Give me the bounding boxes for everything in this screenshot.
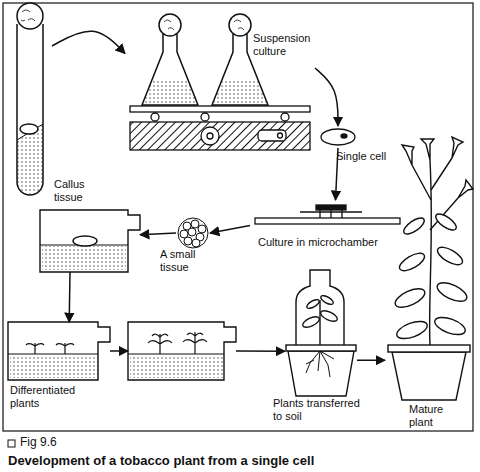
figure-number: Fig 9.6 — [20, 435, 57, 449]
stage-node: Differentiated plants — [8, 322, 110, 380]
bullet-square — [8, 440, 15, 447]
process-arrow — [52, 31, 125, 53]
stage-node — [40, 210, 140, 272]
potted-plantlet — [286, 270, 356, 396]
culture-box — [40, 210, 140, 272]
process-arrow — [357, 359, 385, 361]
process-arrow — [140, 233, 176, 235]
stage-node: Plants transferred to soil — [285, 268, 357, 396]
stage-label: Mature plant — [409, 403, 459, 429]
mature-plant — [388, 137, 473, 400]
process-arrow — [236, 350, 285, 352]
stage-node: Mature plant — [385, 135, 475, 400]
stage-node: Culture in microchamber — [250, 200, 400, 232]
stage-node — [128, 322, 236, 380]
figure-caption: Development of a tobacco plant from a si… — [8, 453, 314, 468]
stage-label: Plants transferred to soil — [273, 397, 369, 423]
cotton-plug — [17, 3, 43, 29]
flask — [142, 14, 198, 105]
tissue-cluster — [178, 218, 208, 248]
shaker — [130, 106, 310, 150]
test-tube — [17, 3, 43, 195]
stage-label: Callus tissue — [54, 178, 98, 204]
stage-label: Suspension culture — [253, 32, 323, 58]
stage-label: Single cell — [336, 150, 406, 163]
stage-node: Callus tissue — [10, 8, 52, 198]
process-arrow — [68, 272, 70, 322]
stage-label: A small tissue — [160, 248, 212, 274]
culture-box — [8, 322, 110, 380]
process-arrow — [210, 226, 250, 233]
stage-node: Single cell — [318, 126, 358, 148]
stage-node: A small tissue — [176, 216, 210, 250]
stage-label: Culture in microchamber — [258, 236, 408, 249]
flask — [212, 14, 268, 105]
stage-node: Suspension culture — [125, 10, 315, 155]
microchamber — [255, 205, 400, 224]
culture-box — [128, 322, 236, 380]
process-arrow — [110, 350, 128, 352]
single-cell — [321, 129, 355, 145]
callus-blob — [20, 124, 38, 134]
figure-frame — [3, 3, 473, 431]
process-arrow — [315, 68, 338, 126]
stage-label: Differentiated plants — [10, 384, 100, 410]
